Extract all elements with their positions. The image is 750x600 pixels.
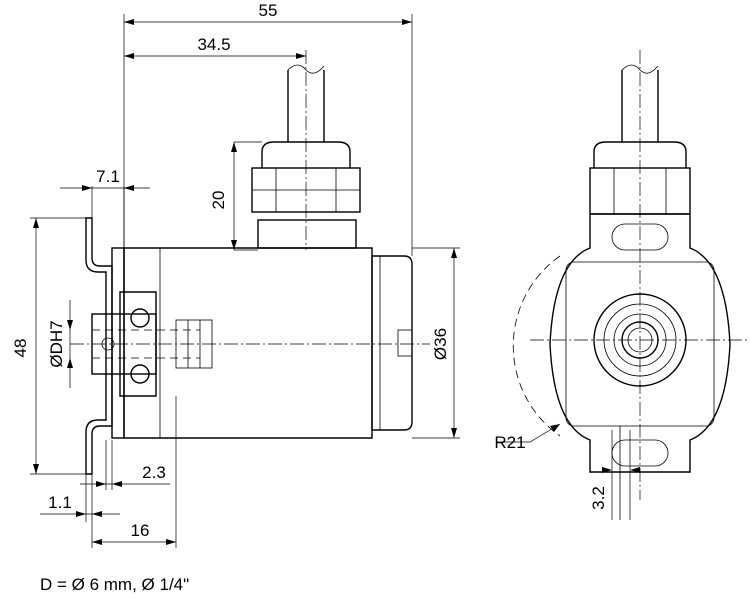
dim-body-diameter: Ø36 (431, 328, 450, 360)
dim-shaft-offset: 7.1 (96, 167, 120, 186)
side-view (70, 50, 430, 475)
encoder-body (123, 247, 373, 439)
dim-radius: R21 (494, 433, 525, 452)
clamp-screw-top (130, 308, 150, 328)
front-cable (621, 70, 659, 142)
flange-bracket (85, 217, 113, 475)
radius-arc (512, 255, 561, 437)
clamp-hub (119, 291, 157, 397)
labels: 55 34.5 20 7.1 48 ØDH7 Ø36 2.3 1.1 16 R2… (11, 1, 608, 594)
footnote: D = Ø 6 mm, Ø 1/4" (40, 575, 189, 594)
front-body (549, 213, 731, 473)
rear-cap (371, 255, 413, 431)
dim-cable-offset: 34.5 (197, 35, 230, 54)
dim-bore: ØDH7 (47, 320, 66, 367)
dim-flange-thickness: 2.3 (142, 463, 166, 482)
front-view (512, 50, 750, 520)
dim-flange-height: 48 (11, 339, 30, 358)
dim-slot-width: 3.2 (589, 486, 608, 510)
dim-shaft-length: 16 (131, 521, 150, 540)
dim-gland-height: 20 (209, 191, 228, 210)
dim-overall-length: 55 (259, 1, 278, 20)
dimensions (30, 14, 640, 548)
cable (287, 70, 325, 142)
dim-tolerance: 1.1 (48, 493, 72, 512)
gland-base (257, 219, 357, 249)
rear-led (397, 329, 413, 357)
clamp-screw-bottom (130, 364, 150, 384)
shaft-hidden-lines (92, 329, 200, 359)
